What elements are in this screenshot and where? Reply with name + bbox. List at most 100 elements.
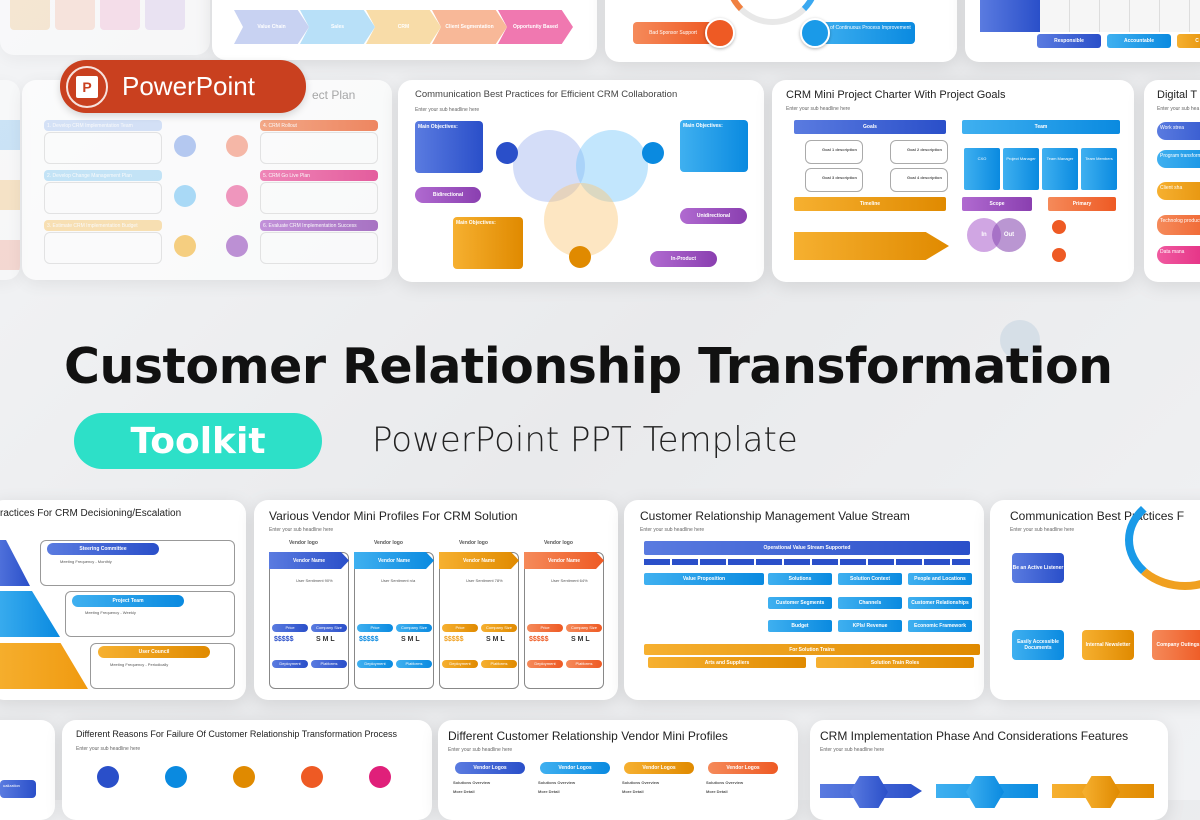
heading: Main Objectives: xyxy=(456,220,496,226)
tile xyxy=(10,0,50,30)
vendor-name: Vendor Name xyxy=(354,552,434,569)
company-outings-card: Company Outings xyxy=(1152,630,1200,660)
visualization-box: ualization xyxy=(0,780,36,798)
step-3: 3. Estimate CRM Implementation Budget xyxy=(44,220,162,231)
team-cxo: CXO xyxy=(964,148,1000,190)
slide-thumbnail-bottom-left[interactable]: ualization xyxy=(0,720,55,820)
evaluate-icon xyxy=(226,235,248,257)
value-proposition-header: Value Proposition xyxy=(644,573,764,585)
vendor-logos-header: Vendor Logos xyxy=(540,762,610,774)
size-rating: S M L xyxy=(486,636,505,643)
size-label: Company Size xyxy=(396,624,432,632)
hierarchy-icon xyxy=(233,766,255,788)
rollout-icon xyxy=(226,135,248,157)
size-rating: S M L xyxy=(401,636,420,643)
digital-item: Client sha xyxy=(1157,182,1200,200)
tile xyxy=(0,180,20,210)
grid-header: Channels xyxy=(838,597,902,609)
vendor-logo-label: Vendor logo xyxy=(459,540,488,546)
bidirectional-pill: Bidirectional xyxy=(415,187,481,203)
legend-accountable: Accountable xyxy=(1107,34,1171,48)
digital-item: Technolog products, xyxy=(1157,215,1200,235)
slide-subtitle: Enter your sub headline here xyxy=(820,747,885,753)
slide-thumbnail-comm-practices[interactable]: Communication Best Practices F Enter you… xyxy=(990,500,1200,700)
slide-thumbnail-comm-collaboration[interactable]: Communication Best Practices for Efficie… xyxy=(398,80,764,282)
slide-thumbnail-implementation[interactable]: CRM Implementation Phase And Considerati… xyxy=(810,720,1168,820)
price-label: Price xyxy=(442,624,478,632)
slide-thumbnail-challenges[interactable]: Bad Sponsor Support Lack of Continuous P… xyxy=(605,0,957,62)
pyramid-tier-1 xyxy=(0,540,30,586)
lifecycle-icon xyxy=(569,246,591,268)
slide-thumbnail-project-charter[interactable]: CRM Mini Project Charter With Project Go… xyxy=(772,80,1134,282)
grid-header: Customer Segments xyxy=(768,597,832,609)
row-label: More Detail xyxy=(706,789,728,794)
step-5-body xyxy=(260,182,378,214)
user-sentiment: User Sentiment 90% xyxy=(296,578,333,583)
main-title: Customer Relationship Transformation xyxy=(64,338,1113,395)
slide-thumbnail-raci[interactable]: Responsible Accountable C xyxy=(965,0,1200,62)
slide-title: Various Vendor Mini Profiles For CRM Sol… xyxy=(269,509,518,523)
grid-header: Economic Framework xyxy=(908,620,972,632)
goal-4: Goal 4 description xyxy=(890,168,948,192)
vendor-logo-label: Vendor logo xyxy=(289,540,318,546)
budget-icon xyxy=(174,235,196,257)
slide-subtitle: Enter your sub headline here xyxy=(76,746,141,752)
slide-subtitle: Enter your sub headline here xyxy=(415,107,480,113)
toolkit-tag: Toolkit xyxy=(74,413,322,469)
steering-committee-label: Steering Committee xyxy=(47,543,159,555)
row-label: More Detail xyxy=(538,789,560,794)
vendor-name: Vendor Name xyxy=(524,552,604,569)
vendor-name: Vendor Name xyxy=(269,552,349,569)
row-label: Solutions Overview xyxy=(538,780,576,785)
raci-row-headers xyxy=(980,0,1040,32)
settings-icon xyxy=(800,18,830,48)
unidirectional-pill: Unidirectional xyxy=(680,208,747,224)
slide-thumbnail-digital[interactable]: Digital T Enter your sub hea Work strea … xyxy=(1144,80,1200,282)
step-4: 4. CRM Rollout xyxy=(260,120,378,131)
slide-title: CRM Implementation Phase And Considerati… xyxy=(820,729,1129,743)
tile xyxy=(0,240,20,270)
bullet: Meeting Frequency - Monthly xyxy=(60,559,112,564)
size-rating: S M L xyxy=(316,636,335,643)
grid-header: Solutions xyxy=(768,573,832,585)
tier-3-box xyxy=(90,643,235,689)
slide-thumbnail-failure-reasons[interactable]: Different Reasons For Failure Of Custome… xyxy=(62,720,432,820)
target-icon xyxy=(97,766,119,788)
slide-title: CRM Mini Project Charter With Project Go… xyxy=(786,89,1006,101)
vendor-logos-header: Vendor Logos xyxy=(455,762,525,774)
tile xyxy=(0,120,20,150)
golive-icon xyxy=(226,185,248,207)
step-1-body xyxy=(44,132,162,164)
size-label: Company Size xyxy=(566,624,602,632)
slide-thumbnail-vendor-profiles[interactable]: Various Vendor Mini Profiles For CRM Sol… xyxy=(254,500,618,700)
grid-header: People and Locations xyxy=(908,573,972,585)
scope-in-label: In xyxy=(981,232,987,238)
scope-header: Scope xyxy=(962,197,1032,211)
slide-thumbnail-top-left[interactable] xyxy=(0,0,210,55)
slide-thumbnail-value-stream[interactable]: Customer Relationship Management Value S… xyxy=(624,500,984,700)
slide-thumbnail-value-chain[interactable]: Value Chain Sales CRM Client Segmentatio… xyxy=(212,0,597,60)
sales-arrow: Sales xyxy=(300,10,375,44)
presenter-icon xyxy=(301,766,323,788)
arts-suppliers-header: Arts and Suppliers xyxy=(648,657,806,668)
slide-thumbnail-project-plan[interactable]: ect Plan 1. Develop CRM Implementation T… xyxy=(22,80,392,280)
slide-thumbnail-left-edge[interactable] xyxy=(0,80,20,280)
slide-subtitle: Enter your sub headline here xyxy=(269,527,334,533)
price-rating: $$$$$ xyxy=(359,636,379,643)
platforms-label: Platforms xyxy=(481,660,517,668)
decorative-circle xyxy=(1000,320,1040,360)
user-sentiment: User Sentiment 64% xyxy=(551,578,588,583)
project-team-label: Project Team xyxy=(72,595,184,607)
vendor-logos-header: Vendor Logos xyxy=(708,762,778,774)
value-chain-arrow: Value Chain xyxy=(234,10,309,44)
bad-sponsor-support-box: Bad Sponsor Support xyxy=(633,22,713,44)
slide-title: Different Customer Relationship Vendor M… xyxy=(448,729,728,743)
price-label: Price xyxy=(272,624,308,632)
slide-thumbnail-decisioning[interactable]: ractices For CRM Decisioning/Escalation … xyxy=(0,500,246,700)
platforms-label: Platforms xyxy=(311,660,347,668)
stream-arrow xyxy=(644,559,970,565)
scope-out: Out xyxy=(992,218,1026,252)
team-members: Team Members xyxy=(1081,148,1117,190)
venn-customer-engagement xyxy=(576,130,648,202)
slide-thumbnail-vendor-profiles-2[interactable]: Different Customer Relationship Vendor M… xyxy=(438,720,798,820)
